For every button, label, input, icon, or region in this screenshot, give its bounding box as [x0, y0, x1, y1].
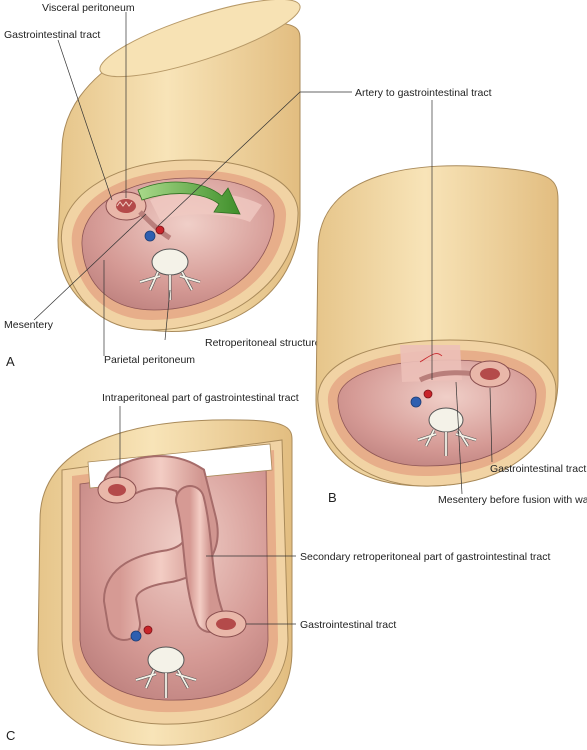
vertebra-c: [135, 646, 197, 698]
artery-c: [143, 625, 153, 635]
label-parietal-peritoneum: Parietal peritoneum: [104, 354, 195, 366]
label-intraperitoneal-part: Intraperitoneal part of gastrointestinal…: [102, 392, 299, 404]
vein-a: [144, 230, 156, 242]
label-gastrointestinal-tract-a: Gastrointestinal tract: [4, 29, 100, 41]
label-gastrointestinal-tract-b: Gastrointestinal tract: [490, 463, 586, 475]
panel-letter-b: B: [328, 490, 337, 505]
artery-b: [423, 389, 433, 399]
label-gastrointestinal-tract-c: Gastrointestinal tract: [300, 619, 396, 631]
panel-a: Visceral peritoneum Gastrointestinal tra…: [4, 0, 492, 369]
panel-letter-c: C: [6, 728, 15, 743]
leader-lines-c: [119, 406, 296, 625]
label-retroperitoneal-structures: Retroperitoneal structures: [205, 337, 326, 349]
artery-a: [155, 225, 165, 235]
vein-c: [130, 630, 142, 642]
panel-c: Intraperitoneal part of gastrointestinal…: [6, 392, 550, 746]
label-mesentery: Mesentery: [4, 319, 54, 331]
leader-lines-a: [33, 12, 352, 356]
mesentery-a: [138, 210, 172, 241]
vein-b: [410, 396, 422, 408]
label-mesentery-before-fusion: Mesentery before fusion with wall: [438, 494, 587, 506]
label-artery: Artery to gastrointestinal tract: [355, 87, 492, 99]
label-secondary-retroperitoneal-part: Secondary retroperitoneal part of gastro…: [300, 551, 550, 563]
panel-b: Gastrointestinal tract Mesentery before …: [315, 100, 587, 506]
vertebra-a: [139, 248, 201, 300]
label-visceral-peritoneum: Visceral peritoneum: [42, 2, 135, 14]
rotation-arrow-a: [137, 181, 241, 215]
leader-lines-b: [431, 100, 493, 495]
panel-letter-a: A: [6, 354, 15, 369]
body-top-a: [99, 0, 301, 78]
vertebra-b: [417, 407, 477, 456]
